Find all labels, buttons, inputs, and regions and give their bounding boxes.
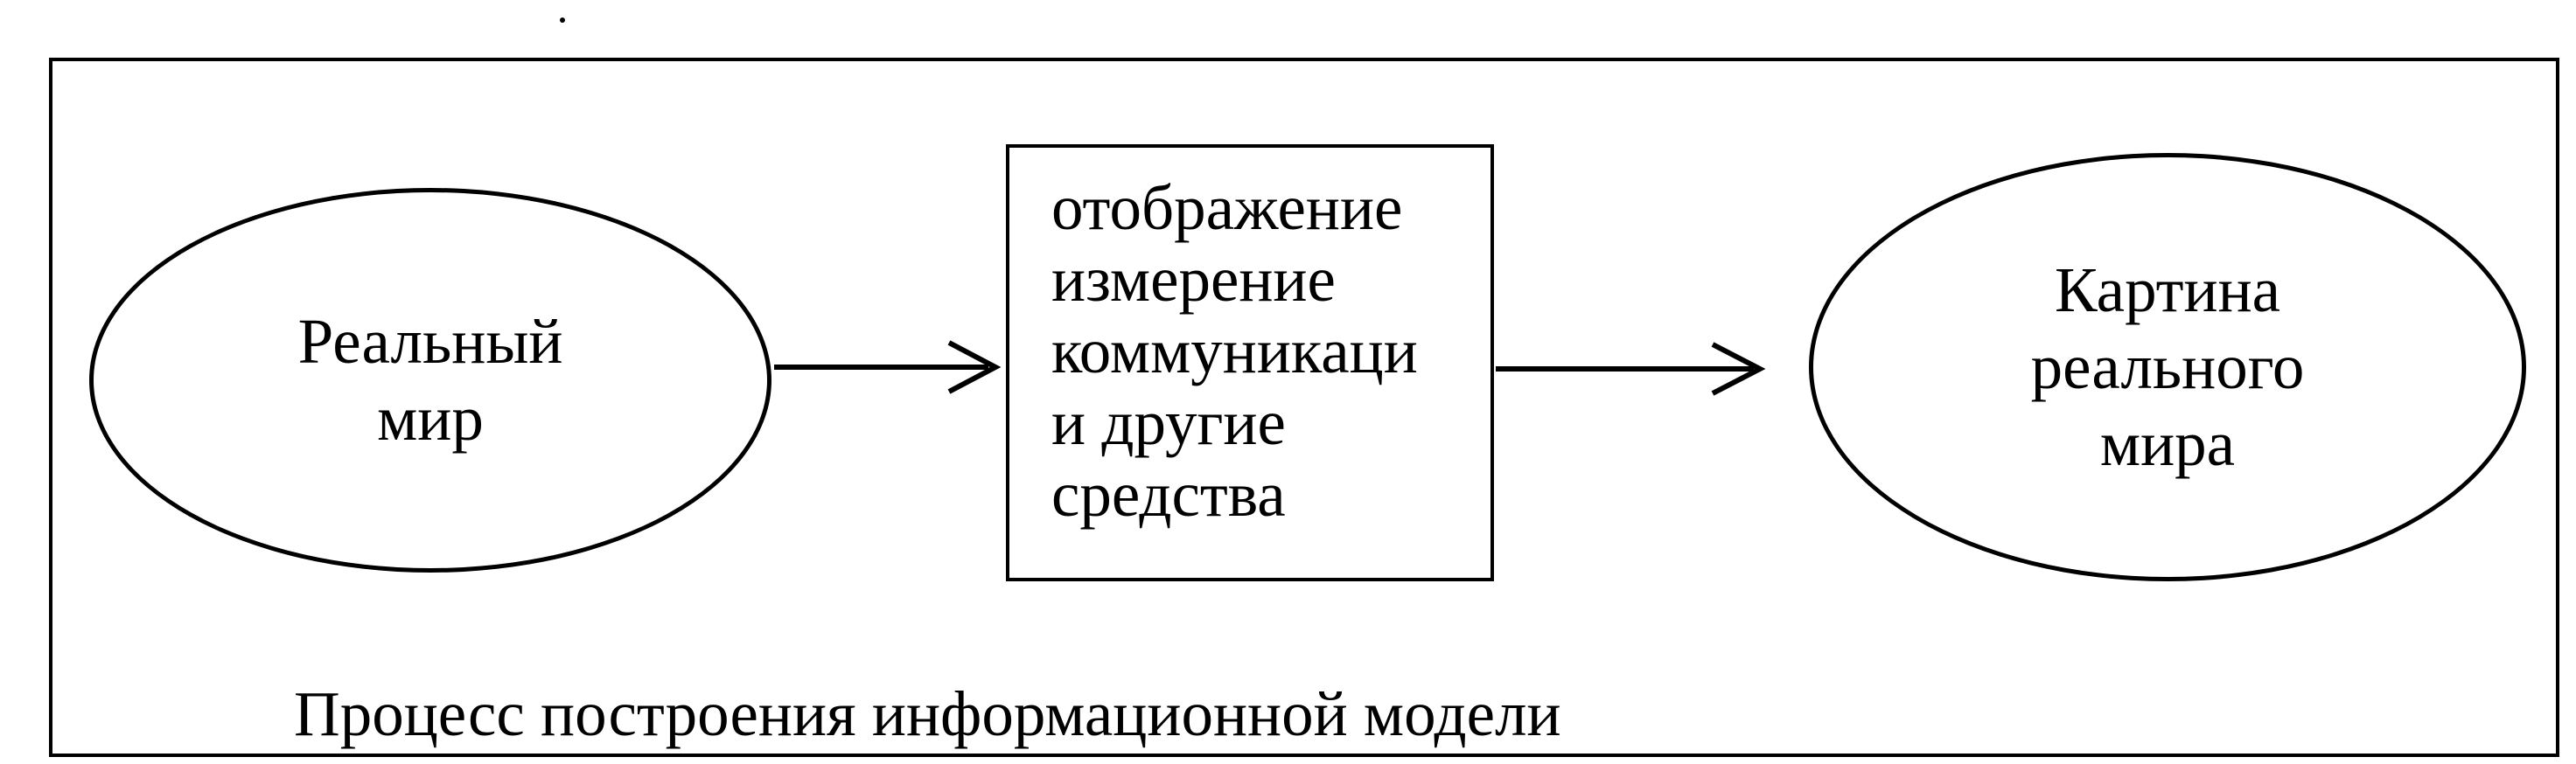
target-node-line: Картина (2054, 254, 2281, 325)
diagram-frame (49, 58, 2559, 757)
target-node-line: мира (2099, 408, 2236, 479)
arrow-process-to-target (1496, 342, 1766, 396)
source-node-real-world: Реальный мир (89, 188, 771, 573)
process-node-means: отображение измерение коммуникаци и друг… (1006, 144, 1494, 581)
process-node-line: средства (1051, 459, 1286, 530)
process-node-line: измерение (1051, 244, 1336, 315)
diagram-caption: Процесс построения информационной модели (294, 678, 1561, 749)
process-node-line: и другие (1051, 387, 1286, 458)
source-node-line: мир (377, 383, 484, 454)
target-node-world-picture: Картина реального мира (1809, 153, 2526, 581)
process-node-line: отображение (1051, 172, 1403, 243)
arrow-source-to-process (774, 340, 1002, 394)
stray-dot (560, 17, 565, 23)
process-node-line: коммуникаци (1051, 316, 1418, 386)
source-node-line: Реальный (297, 306, 563, 377)
target-node-line: реального (2030, 331, 2305, 402)
